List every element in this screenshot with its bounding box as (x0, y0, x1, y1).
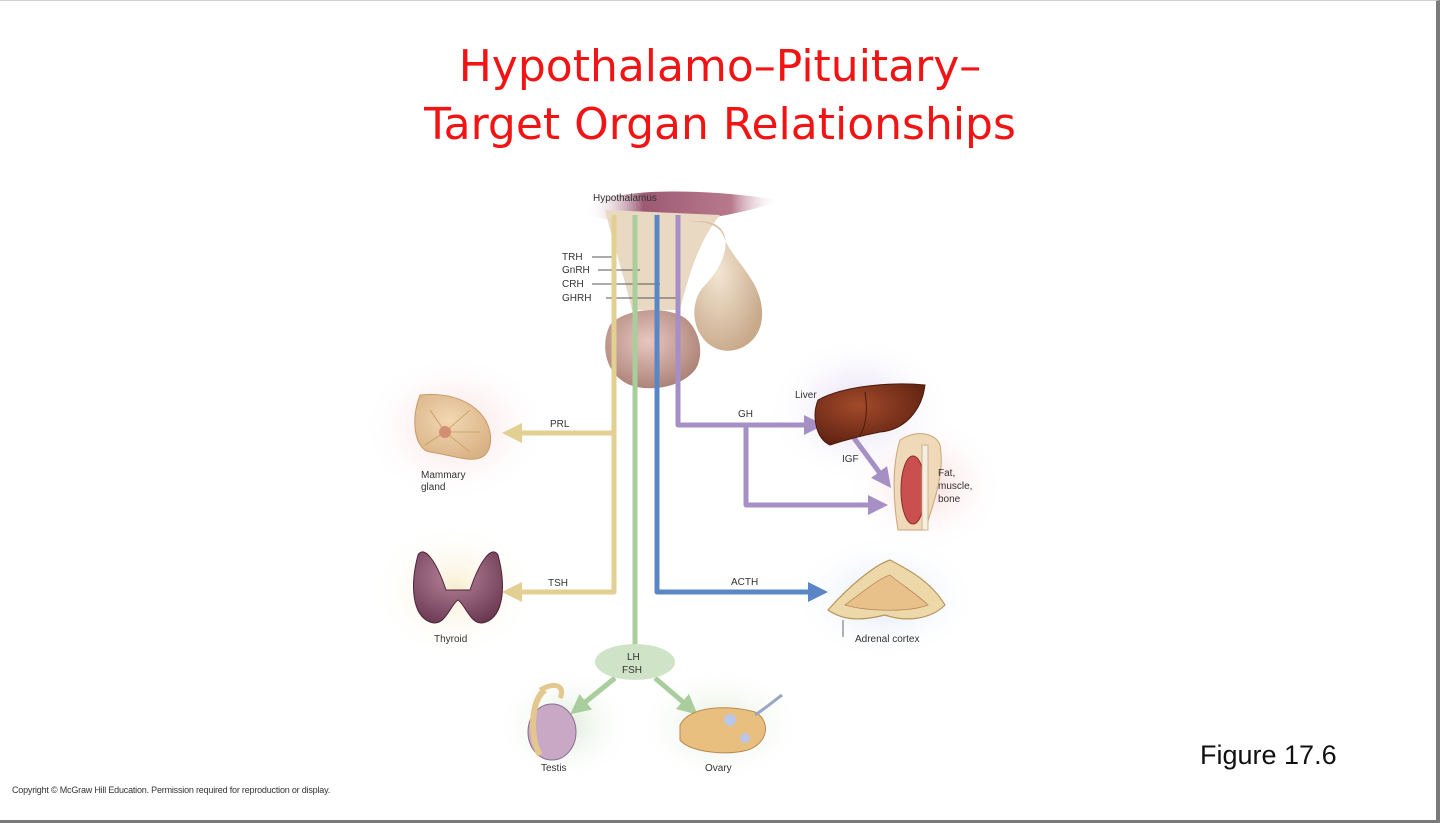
figure-label: Figure 17.6 (1200, 740, 1337, 770)
acth-pathway (654, 215, 828, 602)
prl-label: PRL (550, 419, 570, 430)
liver-illustration (814, 383, 926, 446)
releasing-hormone-label-2: CRH (562, 279, 584, 290)
gh-label: GH (738, 409, 753, 420)
thyroid-illustration (413, 551, 503, 624)
mammary-label-line1: Mammary (421, 470, 465, 481)
adrenal-cortex-illustration (827, 559, 946, 637)
title-line-1: Hypothalamo–Pituitary– (458, 41, 982, 92)
ovary-illustration (679, 693, 783, 754)
prl-tsh-pathway (502, 215, 617, 602)
testis-label: Testis (541, 763, 567, 774)
liver-label: Liver (795, 390, 817, 401)
lh-fsh-bubble (595, 644, 675, 680)
copyright-notice: Copyright © McGraw Hill Education. Permi… (12, 785, 330, 795)
ovary-label: Ovary (705, 763, 732, 774)
gonadotropin-pathway (570, 215, 698, 715)
adrenal-label: Adrenal cortex (855, 634, 919, 645)
fat-label-line2: muscle, (938, 481, 972, 492)
releasing-hormone-label-3: GHRH (562, 293, 591, 304)
mammary-gland-illustration (414, 393, 492, 460)
igf-label: IGF (842, 454, 859, 465)
anterior-pituitary (605, 309, 701, 389)
fat-label-line3: bone (938, 494, 961, 505)
testis-illustration (527, 683, 577, 761)
acth-label: ACTH (731, 577, 758, 588)
posterior-pituitary (690, 221, 763, 351)
fsh-label: FSH (622, 665, 642, 676)
mammary-label-line2: gland (421, 482, 445, 493)
thyroid-label: Thyroid (434, 634, 467, 645)
title-line-2: Target Organ Relationships (424, 99, 1016, 150)
fat-label-line1: Fat, (938, 468, 955, 479)
hypothalamus-label: Hypothalamus (593, 193, 657, 204)
tsh-label: TSH (548, 578, 568, 589)
releasing-hormone-label-1: GnRH (562, 265, 590, 276)
releasing-hormone-label-0: TRH (562, 252, 583, 263)
slide-title: Hypothalamo–Pituitary– Target Organ Rela… (0, 38, 1440, 154)
muscle-bone-illustration (893, 433, 942, 531)
lh-label: LH (627, 652, 640, 663)
